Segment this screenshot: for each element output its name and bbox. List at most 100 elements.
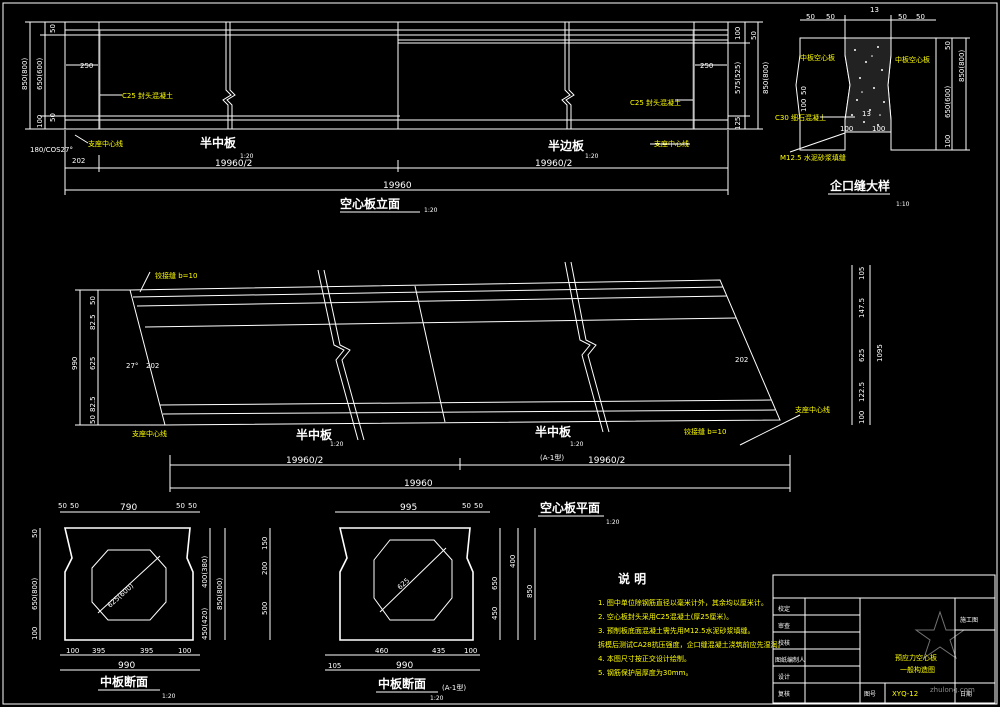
plan-half-left-scale: 1:20: [330, 441, 344, 448]
titleblock-drawing-no: XYQ-12: [892, 690, 918, 698]
section-b-bottom-dim-2: 460: [375, 647, 388, 655]
section-b-bottom-dim-1: 105: [328, 662, 341, 670]
elevation-height-bottom-right: 125: [734, 117, 742, 130]
section-a-top-offset-1: 50: [58, 502, 67, 510]
watermark-text: zhulong.com: [930, 686, 975, 694]
section-a-height-1: 50: [31, 529, 39, 538]
plan-half-left-label: 半中板: [296, 427, 333, 442]
joint-top-dim-1: 50: [806, 13, 815, 21]
plan-offset-left: 202: [146, 362, 159, 370]
section-a-top-offset-4: 50: [188, 502, 197, 510]
joint-title: 企口缝大样: [829, 178, 890, 193]
plan-seam-left: 铰接缝 b=10: [155, 271, 197, 280]
titleblock-stage: 施工图: [960, 616, 978, 624]
section-b-bottom-dim-4: 100: [464, 647, 477, 655]
notes-title: 说 明: [618, 571, 646, 586]
titleblock-date-label: 日期: [960, 690, 972, 698]
section-b-top-offset-1: 50: [462, 502, 471, 510]
notes-block: 说 明 1. 图中单位除钢筋直径以毫米计外，其余均以厘米计。 2. 空心板封头采…: [598, 571, 785, 677]
section-b-top-offset-2: 50: [474, 502, 483, 510]
elevation-half-middle-label: 半中板: [200, 135, 237, 150]
joint-bottom-dim-3: 13: [862, 110, 871, 118]
section-a-right-height-2: 400(380): [201, 556, 209, 588]
elevation-half-edge-scale: 1:20: [585, 153, 599, 160]
section-b-left-height-1: 150: [261, 537, 269, 550]
plan-half-left: 19960/2: [286, 456, 323, 466]
section-a-height-3: 100: [31, 627, 39, 640]
elevation-height-total-left: 850(800): [21, 58, 29, 90]
plan-right-dim-5: 100: [858, 411, 866, 424]
section-a-scale: 1:20: [162, 693, 176, 700]
elevation-half-length-right: 19960/2: [535, 159, 572, 169]
plan-bearing-right: 支座中心线: [795, 405, 830, 414]
section-a-bottom-width: 990: [118, 661, 135, 671]
elevation-height-foot-left: 50: [49, 113, 57, 122]
plan-left-dim-1: 50: [89, 296, 97, 305]
section-a-height-2: 650(800): [31, 578, 39, 610]
joint-bottom-dim-1: 100: [840, 125, 853, 133]
plan-half-right-label: 半中板: [535, 424, 572, 439]
section-a-view: 625(600) 50 50 790 50 50 100 395 395 100…: [31, 502, 226, 700]
notes-item-1: 1. 图中单位除钢筋直径以毫米计外，其余均以厘米计。: [598, 598, 768, 607]
plan-title: 空心板平面: [540, 500, 600, 515]
plan-left-dim-2: 82.5: [89, 314, 97, 330]
joint-right-label: 中板空心板: [895, 55, 930, 64]
joint-left-label: 中板空心板: [800, 53, 835, 62]
plan-half-right-scale: 1:20: [570, 441, 584, 448]
elevation-height-inner-left: 650(600): [36, 58, 44, 90]
section-b-outline: [338, 527, 474, 641]
plan-scale: 1:20: [606, 519, 620, 526]
titleblock-row-2: 审查: [778, 622, 790, 630]
joint-top-dim-5: 50: [916, 13, 925, 21]
plan-left-dim-4: 82.5: [89, 396, 97, 412]
elevation-height-inner-right: 575(525): [734, 62, 742, 94]
elevation-left-offset: 202: [72, 157, 85, 165]
section-b-bottom-width: 990: [396, 661, 413, 671]
joint-top-dim-3: 13: [870, 6, 879, 14]
section-b-type-label: (A-1型): [442, 683, 466, 692]
elevation-height-top-right: 100: [734, 27, 742, 40]
section-a-outline: [63, 527, 194, 641]
section-a-top-offset-2: 50: [70, 502, 79, 510]
section-b-top-width: 995: [400, 503, 417, 513]
notes-item-3: 3. 预制板底面混凝土需先用M12.5水泥砂浆填缝。: [598, 626, 755, 635]
joint-right-height-3: 100: [944, 135, 952, 148]
elevation-height-total-right: 850(800): [762, 62, 770, 94]
joint-concrete-label: C30 细石混凝土: [775, 113, 826, 122]
section-a-bottom-dim-1: 100: [66, 647, 79, 655]
elevation-end-dim-left: 250: [80, 62, 93, 70]
plan-right-dim-2: 147.5: [858, 298, 866, 318]
section-b-right-height-2: 450: [491, 607, 499, 620]
elevation-total-length: 19960: [383, 181, 412, 191]
section-b-bottom-dim-3: 435: [432, 647, 445, 655]
plan-bearing-left: 支座中心线: [132, 429, 167, 438]
elevation-scale: 1:20: [424, 207, 438, 214]
titleblock-row-5: 设计: [778, 673, 790, 681]
titleblock-row-3: 校核: [778, 639, 790, 647]
elevation-outline: [64, 21, 729, 130]
plan-left-dim-5: 50: [89, 415, 97, 424]
elevation-height-top2-right: 50: [750, 31, 758, 40]
plan-left-dim-3: 625: [89, 357, 97, 370]
elevation-half-middle-scale: 1:20: [240, 153, 254, 160]
joint-left-height-1: 100: [800, 99, 808, 112]
notes-item-2: 2. 空心板封头采用C25混凝土(厚25厘米)。: [598, 612, 733, 621]
section-a-right-height-3: 850(800): [216, 578, 224, 610]
plan-right-dim-3: 625: [858, 349, 866, 362]
section-a-hole: [91, 549, 167, 621]
titleblock-drawing-title-2: 一般构造图: [900, 665, 935, 674]
section-b-right-height-3: 400: [509, 555, 517, 568]
section-b-right-height-1: 650: [491, 577, 499, 590]
joint-top-dim-4: 50: [898, 13, 907, 21]
section-b-right-height-4: 850: [526, 585, 534, 598]
joint-right-height-2: 650(600): [944, 86, 952, 118]
plan-width: 990: [71, 357, 79, 370]
zhulong-logo: [914, 610, 966, 660]
section-a-top-width: 790: [120, 503, 137, 513]
notes-item-4: 拆模后测试CA28抗压强度，企口缝混凝土浇筑前应先湿润。: [598, 640, 785, 649]
elevation-slope-note: 180/COS27°: [30, 146, 73, 154]
title-block: 校定 审查 校核 图纸编制人 设计 复核 施工图 预应力空心板 一般构造图 图号…: [772, 574, 996, 704]
elevation-bearing-left: 支座中心线: [88, 139, 123, 148]
joint-right-height-1: 50: [944, 41, 952, 50]
